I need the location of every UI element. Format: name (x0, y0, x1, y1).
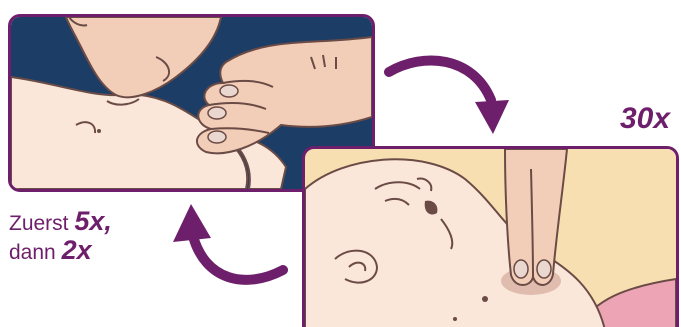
caption-first-count: 5x, (74, 206, 112, 236)
caption-first-label: Zuerst (9, 212, 69, 235)
caption-second-count: 2x (62, 235, 92, 265)
curved-arrow-up-left-icon (165, 198, 290, 298)
compressions-count: 30x (620, 102, 670, 136)
chest-compressions-illustration (302, 146, 679, 327)
caption-line-1: Zuerst 5x, (9, 208, 112, 237)
caption-line-2: dann 2x (9, 237, 112, 266)
curved-arrow-down-right-icon (383, 50, 513, 140)
caption-second-label: dann (9, 241, 56, 264)
breaths-caption: Zuerst 5x, dann 2x (9, 208, 112, 266)
